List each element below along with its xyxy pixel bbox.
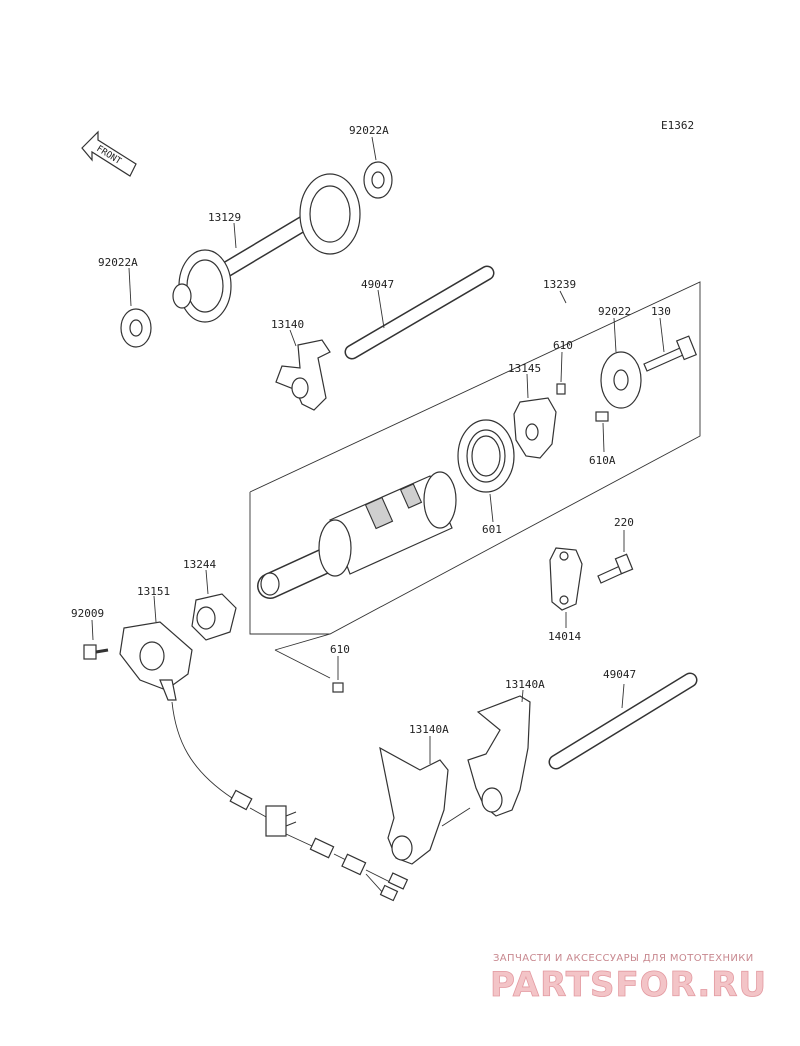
label-610-top: 610 [553,339,573,352]
label-92022: 92022 [598,305,631,318]
fork-rod-49047-bottom [548,672,698,770]
pin-610A [595,411,609,422]
front-arrow-icon: FRONT [81,130,137,177]
label-13140A-left: 13140A [409,723,449,736]
fork-rod-49047-top [344,265,495,360]
label-13140: 13140 [271,318,304,331]
label-92022A-top: 92022A [349,124,389,137]
label-92009: 92009 [71,607,104,620]
plate-14014 [549,547,583,611]
watermark-brand: PARTSFOR.RU [490,965,767,1005]
pin-610-top [556,383,566,395]
housing-13151 [119,621,193,701]
label-13129: 13129 [208,211,241,224]
label-610-bottom: 610 [330,643,350,656]
label-13244: 13244 [183,558,216,571]
washer-92022A-left [120,308,152,348]
shift-shaft-13129 [172,173,361,323]
label-14014: 14014 [548,630,581,643]
shift-fork-13140 [275,339,331,411]
pin-610-bottom [332,682,344,693]
diagram-code: E1362 [661,119,694,132]
label-601: 601 [482,523,502,536]
washer-92022 [600,351,642,409]
label-13145: 13145 [508,362,541,375]
wire-harness [171,701,409,902]
label-13151: 13151 [137,585,170,598]
shift-drum-13239 [257,471,457,599]
label-49047-top: 49047 [361,278,394,291]
bolt-220 [597,553,634,584]
screw-92009 [83,644,109,660]
switch-13244 [191,593,237,641]
assembly-frame [249,281,701,635]
label-13239: 13239 [543,278,576,291]
label-610A: 610A [589,454,616,467]
drum-cam-13145 [513,397,557,459]
label-130: 130 [651,305,671,318]
label-49047-bottom: 49047 [603,668,636,681]
bolt-130 [643,335,698,372]
watermark-tagline: ЗАПЧАСТИ И АКСЕССУАРЫ ДЛЯ МОТОТЕХНИКИ [493,953,754,964]
bearing-601 [457,419,515,493]
washer-92022A-top [363,161,393,199]
shift-fork-13140A-right [467,695,531,817]
label-220: 220 [614,516,634,529]
shift-fork-13140A-left [379,746,471,865]
label-92022A-left: 92022A [98,256,138,269]
label-13140A-right: 13140A [505,678,545,691]
